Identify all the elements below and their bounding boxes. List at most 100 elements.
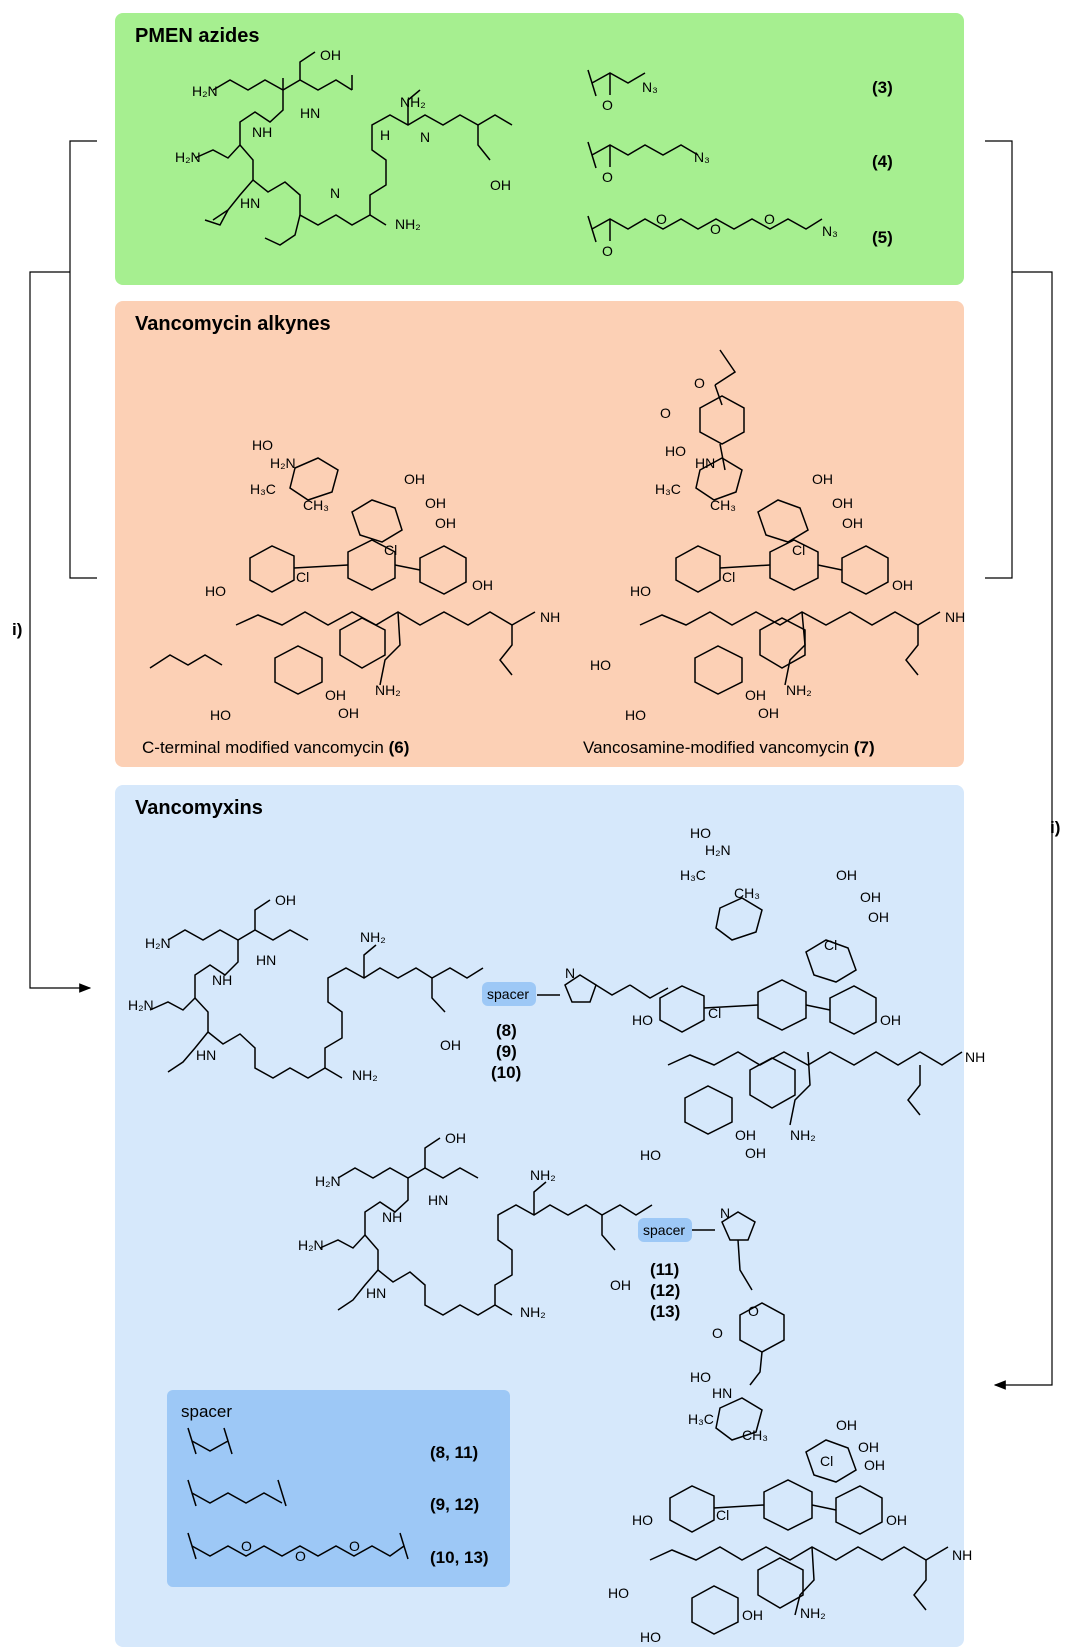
vancomycin-alkynes-panel: Vancomycin alkynes — [115, 301, 964, 767]
svg-text:HN: HN — [300, 105, 320, 121]
svg-text:H₂N: H₂N — [128, 997, 154, 1013]
svg-text:N₃: N₃ — [694, 149, 710, 165]
svg-text:OH: OH — [832, 495, 853, 511]
svg-text:O: O — [710, 221, 721, 237]
pmen-azides-title: PMEN azides — [135, 25, 260, 47]
svg-text:O: O — [694, 375, 705, 391]
svg-text:O: O — [602, 97, 613, 113]
vancomyxin-lower-atom-labels: H₂N H₂N OH NH₂ NH₂ OH NH HN HN N O O HO … — [298, 1130, 972, 1645]
spacer-legend-title: spacer — [181, 1402, 233, 1421]
svg-text:O: O — [764, 211, 775, 227]
svg-text:O: O — [295, 1548, 306, 1564]
svg-text:NH₂: NH₂ — [530, 1167, 556, 1183]
spacer-legend-box: spacer — [167, 1390, 510, 1587]
svg-text:CH₃: CH₃ — [303, 497, 329, 513]
svg-text:NH₂: NH₂ — [520, 1304, 546, 1320]
series-label-10: (10) — [491, 1063, 522, 1082]
svg-text:HO: HO — [210, 707, 231, 723]
svg-text:OH: OH — [435, 515, 456, 531]
svg-text:NH: NH — [252, 124, 272, 140]
svg-text:NH: NH — [945, 609, 965, 625]
svg-text:N: N — [720, 1205, 730, 1221]
svg-text:HN: HN — [428, 1192, 448, 1208]
svg-text:N: N — [420, 129, 430, 145]
svg-text:H₂N: H₂N — [175, 149, 201, 165]
svg-text:OH: OH — [880, 1012, 901, 1028]
svg-text:O: O — [602, 169, 613, 185]
svg-text:NH: NH — [212, 972, 232, 988]
svg-text:Cl: Cl — [708, 1005, 721, 1021]
vancomycin-7-atom-labels: O O HO HN H₃C CH₃ OH OH OH Cl Cl HO OH N… — [590, 375, 965, 723]
svg-text:O: O — [660, 405, 671, 421]
svg-text:OH: OH — [812, 471, 833, 487]
svg-text:HO: HO — [640, 1147, 661, 1163]
svg-text:HO: HO — [690, 825, 711, 841]
spacer-tag-upper-bg — [482, 982, 536, 1006]
svg-text:CH₃: CH₃ — [742, 1427, 768, 1443]
arrow-label-right: i) — [1050, 818, 1061, 837]
spacer-row-label-2: (9, 12) — [430, 1495, 480, 1514]
svg-text:HO: HO — [690, 1369, 711, 1385]
spacer-tag-lower-bg — [638, 1218, 692, 1242]
left-bracket — [29, 140, 97, 993]
svg-text:Cl: Cl — [824, 937, 837, 953]
pmen-atom-labels: H₂N H₂N OH NH₂ NH₂ OH NH HN HN H N N — [175, 47, 511, 232]
svg-text:HN: HN — [695, 455, 715, 471]
svg-text:NH₂: NH₂ — [786, 682, 812, 698]
compound-label-3: (3) — [872, 78, 893, 97]
spacer-tag-upper: spacer — [487, 986, 529, 1002]
svg-text:OH: OH — [404, 471, 425, 487]
caption-c-terminal: C-terminal modified vancomycin (6) — [142, 738, 410, 757]
svg-text:HN: HN — [240, 195, 260, 211]
svg-text:H₂N: H₂N — [192, 83, 218, 99]
svg-text:Cl: Cl — [716, 1507, 729, 1523]
vancomyxin-upper-atom-labels: H₂N H₂N OH NH₂ NH₂ OH NH HN HN N HO H₂N … — [128, 825, 985, 1163]
svg-text:O: O — [241, 1538, 252, 1554]
svg-text:OH: OH — [445, 1130, 466, 1146]
svg-text:HO: HO — [665, 443, 686, 459]
svg-text:NH₂: NH₂ — [352, 1067, 378, 1083]
svg-text:OH: OH — [860, 889, 881, 905]
svg-text:CH₃: CH₃ — [710, 497, 736, 513]
svg-text:OH: OH — [868, 909, 889, 925]
svg-text:H₂N: H₂N — [298, 1237, 324, 1253]
svg-text:HN: HN — [196, 1047, 216, 1063]
vancomycin-alkynes-title: Vancomycin alkynes — [135, 313, 331, 335]
spacer-row-label-1: (8, 11) — [430, 1443, 479, 1462]
svg-text:OH: OH — [858, 1439, 879, 1455]
svg-text:OH: OH — [842, 515, 863, 531]
svg-text:OH: OH — [275, 892, 296, 908]
svg-text:CH₃: CH₃ — [734, 885, 760, 901]
svg-text:NH₂: NH₂ — [800, 1605, 826, 1621]
svg-text:OH: OH — [886, 1512, 907, 1528]
svg-text:Cl: Cl — [792, 542, 805, 558]
svg-text:HO: HO — [630, 583, 651, 599]
svg-text:OH: OH — [864, 1457, 885, 1473]
svg-text:OH: OH — [610, 1277, 631, 1293]
svg-text:NH: NH — [952, 1547, 972, 1563]
svg-text:HN: HN — [712, 1385, 732, 1401]
svg-text:NH₂: NH₂ — [395, 216, 421, 232]
svg-text:HN: HN — [366, 1285, 386, 1301]
svg-text:OH: OH — [338, 705, 359, 721]
svg-text:HN: HN — [256, 952, 276, 968]
svg-text:HO: HO — [632, 1512, 653, 1528]
svg-text:HO: HO — [590, 657, 611, 673]
svg-text:N₃: N₃ — [822, 223, 838, 239]
svg-text:HO: HO — [252, 437, 273, 453]
svg-text:H₃C: H₃C — [655, 481, 681, 497]
spacer-tag-lower: spacer — [643, 1222, 685, 1238]
svg-text:OH: OH — [758, 705, 779, 721]
svg-text:Cl: Cl — [384, 542, 397, 558]
svg-text:OH: OH — [425, 495, 446, 511]
svg-text:H₂N: H₂N — [270, 455, 296, 471]
svg-text:NH₂: NH₂ — [360, 929, 386, 945]
svg-text:Cl: Cl — [820, 1453, 833, 1469]
series-label-11: (11) — [650, 1260, 680, 1279]
spacer-legend-atoms: O O O — [241, 1538, 360, 1564]
svg-text:O: O — [349, 1538, 360, 1554]
svg-text:H₂N: H₂N — [315, 1173, 341, 1189]
svg-text:O: O — [748, 1303, 759, 1319]
pmen-azides-panel: PMEN azides — [115, 13, 964, 285]
